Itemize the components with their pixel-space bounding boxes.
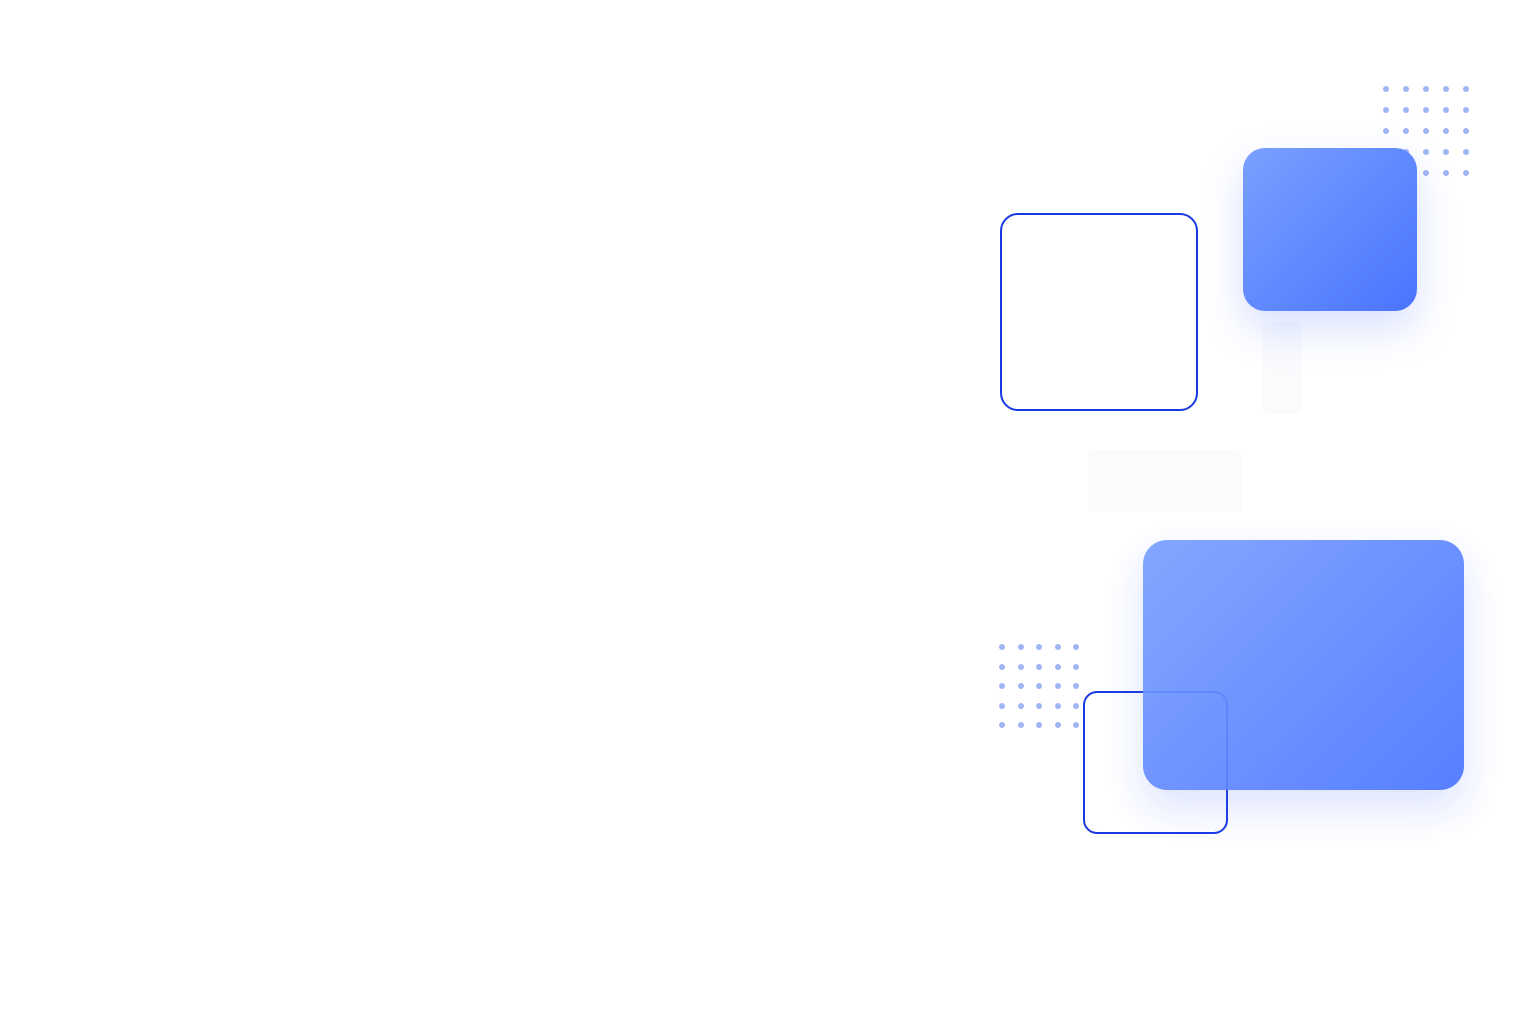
dot (1054, 722, 1061, 728)
dot (1463, 170, 1469, 176)
dot (1443, 107, 1449, 113)
dot (1073, 663, 1079, 670)
dot (1443, 128, 1449, 134)
dot (1443, 86, 1449, 92)
dot (1423, 107, 1429, 113)
dot (999, 702, 1005, 709)
dot (999, 722, 1005, 728)
dot-grid-bottom-left (999, 644, 1085, 730)
filled-square-top (1243, 148, 1417, 311)
dot (1443, 170, 1449, 176)
dot (1036, 683, 1042, 689)
dot (1054, 683, 1061, 689)
dot (1017, 702, 1024, 709)
dot (1383, 128, 1389, 134)
dot (1463, 128, 1469, 134)
dot (999, 663, 1005, 670)
dot (1073, 702, 1079, 709)
dot (1073, 644, 1079, 650)
outline-square-top (1000, 213, 1198, 411)
dot (1036, 663, 1042, 670)
ghost-panel-middle (1088, 450, 1242, 512)
dot (1054, 702, 1061, 709)
dot (1036, 644, 1042, 650)
dot (1036, 702, 1042, 709)
dot (1403, 128, 1409, 134)
dot (1054, 663, 1061, 670)
dot (1423, 128, 1429, 134)
dot (1423, 170, 1429, 176)
dot (1073, 683, 1079, 689)
dot (1403, 107, 1409, 113)
dot (1463, 149, 1469, 155)
dot (1017, 663, 1024, 670)
dot (1017, 683, 1024, 689)
dot (1054, 644, 1061, 650)
dot (999, 683, 1005, 689)
dot (1383, 107, 1389, 113)
dot (1383, 86, 1389, 92)
dot (1463, 86, 1469, 92)
dot (1423, 149, 1429, 155)
filled-rectangle-bottom (1143, 540, 1464, 790)
dot (1036, 722, 1042, 728)
dot (1403, 86, 1409, 92)
dot (1073, 722, 1079, 728)
dot (1443, 149, 1449, 155)
dot (999, 644, 1005, 650)
ghost-panel-right (1262, 322, 1302, 414)
dot (1463, 107, 1469, 113)
dot (1017, 644, 1024, 650)
dot (1423, 86, 1429, 92)
dot (1017, 722, 1024, 728)
